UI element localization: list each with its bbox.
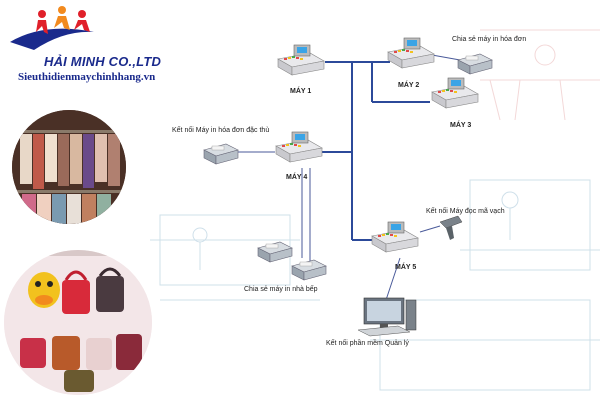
clothing-rack-photo (12, 110, 126, 224)
annotation-kitchen-printer: Chia sẻ máy in nhà bếp (244, 286, 318, 293)
machine-label-may3: MÁY 3 (450, 122, 472, 129)
invoice-printer-icon (457, 53, 493, 75)
pos-terminal-may4-icon (275, 131, 323, 163)
pos-terminal-may1-icon (277, 44, 325, 76)
annotation-shared-invoice-printer: Chia sẻ máy in hóa đơn (452, 36, 527, 43)
barcode-scanner-icon (439, 215, 463, 240)
machine-label-may1: MÁY 1 (290, 88, 312, 95)
management-computer-icon (357, 297, 417, 337)
kitchen-printer-1-icon (257, 241, 293, 263)
machine-label-may4: MÁY 4 (286, 174, 308, 181)
annotation-dedicated-invoice-printer: Kết nối Máy in hóa đơn đặc thù (172, 127, 270, 134)
logo-figures-icon (10, 6, 94, 50)
dedicated-invoice-printer-icon (203, 143, 239, 165)
pos-terminal-may2-icon (387, 37, 435, 69)
brand-website-link[interactable]: Sieuthidienmaychinhhang.vn (18, 71, 156, 83)
pos-terminal-may3-icon (431, 77, 479, 109)
brand-name: HẢI MINH CO.,LTD (44, 54, 162, 69)
company-logo[interactable]: HẢI MINH CO.,LTD Sieuthidienmaychinhhang… (4, 2, 161, 83)
handbags-wall-photo (4, 250, 152, 395)
kitchen-printer-2-icon (291, 259, 327, 281)
machine-label-may2: MÁY 2 (398, 82, 420, 89)
machine-label-may5: MÁY 5 (395, 264, 417, 271)
annotation-barcode-reader: Kết nối Máy đọc mã vạch (426, 208, 505, 215)
pos-terminal-may5-icon (371, 221, 419, 253)
annotation-management-software: Kết nối phần mềm Quản lý (326, 340, 409, 347)
